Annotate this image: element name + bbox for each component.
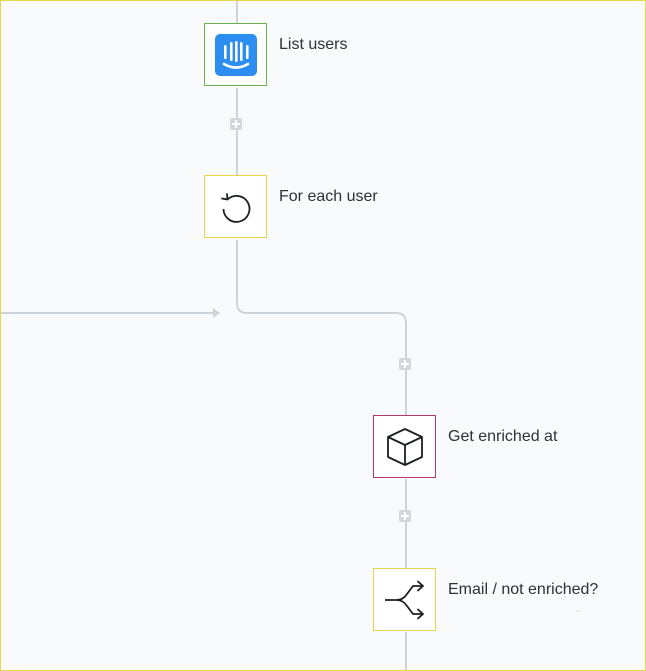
- step-label-get-enriched-at[interactable]: Get enriched at: [448, 428, 558, 445]
- connector-loop-to-enriched: [236, 240, 407, 415]
- step-label-list-users[interactable]: List users: [279, 36, 348, 53]
- branch-icon: [384, 580, 424, 619]
- step-label-for-each-user[interactable]: For each user: [279, 188, 378, 205]
- step-node-list-users[interactable]: [204, 23, 267, 86]
- step-node-for-each-user[interactable]: [204, 175, 267, 238]
- step-label-email-not-enriched[interactable]: Email / not enriched?: [448, 581, 599, 598]
- step-node-email-not-enriched[interactable]: [373, 568, 436, 631]
- step-node-get-enriched-at[interactable]: [373, 415, 436, 478]
- add-step-button[interactable]: [399, 358, 411, 370]
- intercom-icon: [214, 33, 257, 76]
- loop-return-arrow-icon: [213, 308, 220, 318]
- add-step-button[interactable]: [399, 510, 411, 522]
- box-icon: [386, 427, 423, 466]
- add-step-button[interactable]: [230, 118, 242, 130]
- loop-icon: [220, 192, 250, 223]
- canvas-speck: [577, 610, 579, 612]
